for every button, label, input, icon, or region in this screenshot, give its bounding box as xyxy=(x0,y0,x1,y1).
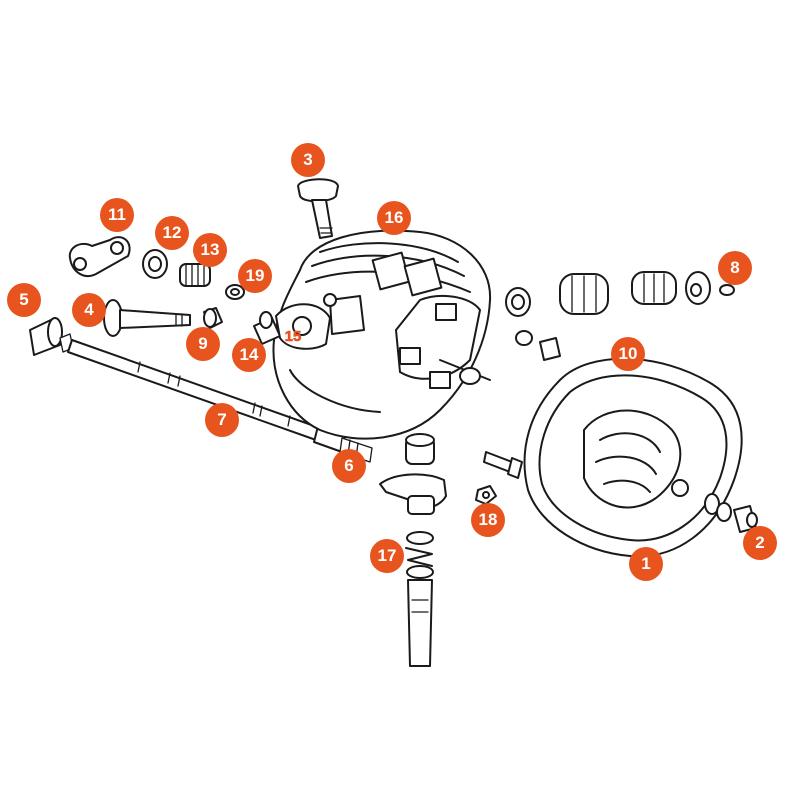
callout-5: 5 xyxy=(7,283,41,317)
valve-spring-left-part xyxy=(179,263,211,287)
rocker-bracket-part xyxy=(275,303,331,350)
washer-cup-part xyxy=(142,249,168,279)
callout-3: 3 xyxy=(291,143,325,177)
cap-nut-part xyxy=(704,493,758,533)
callout-17: 17 xyxy=(370,539,404,573)
callout-2: 2 xyxy=(743,526,777,560)
callout-13: 13 xyxy=(193,233,227,267)
callout-9: 9 xyxy=(186,327,220,361)
callout-4: 4 xyxy=(72,293,106,327)
cylinder-head-part xyxy=(272,229,492,440)
valve-left-part xyxy=(103,299,191,337)
callout-15: 15 xyxy=(284,328,302,346)
small-nut-part xyxy=(475,485,497,505)
shaft-part xyxy=(407,579,433,667)
spring-clip-part xyxy=(405,531,434,579)
o-ring-left-part xyxy=(225,284,245,300)
spring-cap-left-part xyxy=(203,307,223,329)
callout-18: 18 xyxy=(471,503,505,537)
right-valve-parts xyxy=(505,271,735,361)
callout-14: 14 xyxy=(232,338,266,372)
link-plate-part xyxy=(68,236,131,277)
callout-11: 11 xyxy=(100,198,134,232)
callout-6: 6 xyxy=(332,449,366,483)
head-cover-part xyxy=(523,357,743,558)
callout-7: 7 xyxy=(205,403,239,437)
callout-8: 8 xyxy=(718,251,752,285)
callout-16: 16 xyxy=(377,201,411,235)
callout-12: 12 xyxy=(155,216,189,250)
callout-10: 10 xyxy=(611,337,645,371)
valve-top-part xyxy=(297,178,339,239)
callout-19: 19 xyxy=(238,259,272,293)
callout-1: 1 xyxy=(629,547,663,581)
rocker-arm-lower-part xyxy=(379,433,447,515)
bolt-part xyxy=(483,451,523,479)
